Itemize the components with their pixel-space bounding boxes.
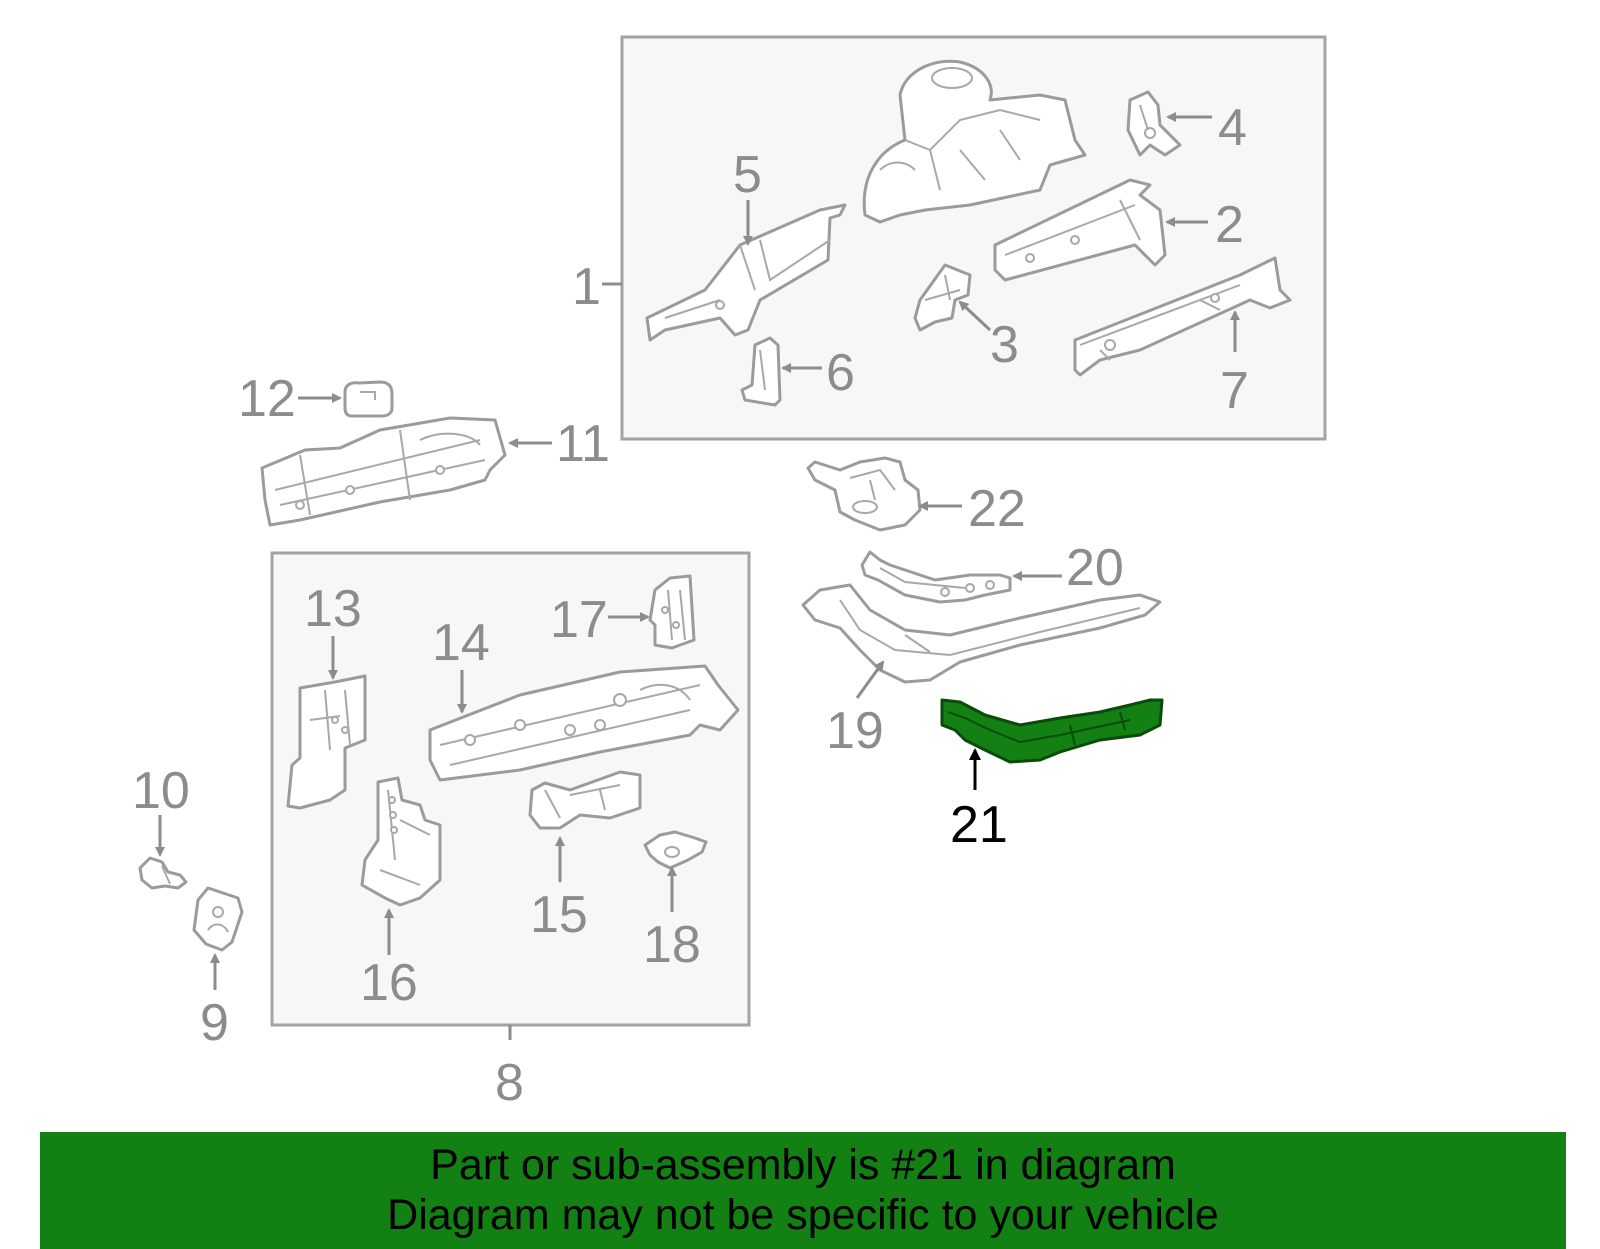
part-6 [740,336,782,407]
highlight-info-banner: Part or sub-assembly is #21 in diagram D… [40,1132,1566,1249]
banner-line-2: Diagram may not be specific to your vehi… [387,1191,1219,1239]
part-3 [913,263,972,332]
callout-15: 15 [530,886,588,944]
callout-22: 22 [968,480,1026,538]
callout-21: 21 [950,796,1008,854]
part-2 [993,178,1167,282]
callout-12: 12 [238,370,296,428]
part-19 [801,583,1162,684]
part-18 [643,830,708,870]
callout-7: 7 [1220,362,1249,420]
part-4 [1126,90,1182,157]
callout-18: 18 [643,916,701,974]
part-20 [860,550,1012,604]
part-5 [645,203,847,342]
callout-3: 3 [990,316,1019,374]
part-17 [648,574,696,650]
part-21-highlighted [940,698,1164,764]
callout-20: 20 [1066,539,1124,597]
part-16 [360,776,442,907]
callout-17: 17 [550,591,608,649]
callout-13: 13 [304,580,362,638]
part-11 [260,416,507,527]
part-7 [1073,256,1292,377]
callout-2: 2 [1215,196,1244,254]
part-10-bolt [138,856,188,890]
part-13 [286,674,367,810]
callout-6: 6 [826,344,855,402]
callout-19: 19 [826,702,884,760]
part-14 [428,664,740,782]
callout-9: 9 [200,994,229,1052]
part-22 [806,456,922,532]
part-wheelhouse [862,59,1087,224]
callout-14: 14 [432,614,490,672]
callout-4: 4 [1218,99,1247,157]
banner-line-1: Part or sub-assembly is #21 in diagram [430,1141,1176,1189]
callout-16: 16 [360,954,418,1012]
callout-1: 1 [572,258,601,316]
part-12 [343,380,394,418]
part-9-plate [192,886,244,952]
callout-8: 8 [495,1054,524,1112]
part-15 [528,770,642,830]
callout-11: 11 [556,415,610,473]
callout-5: 5 [733,146,762,204]
callout-10: 10 [132,762,190,820]
